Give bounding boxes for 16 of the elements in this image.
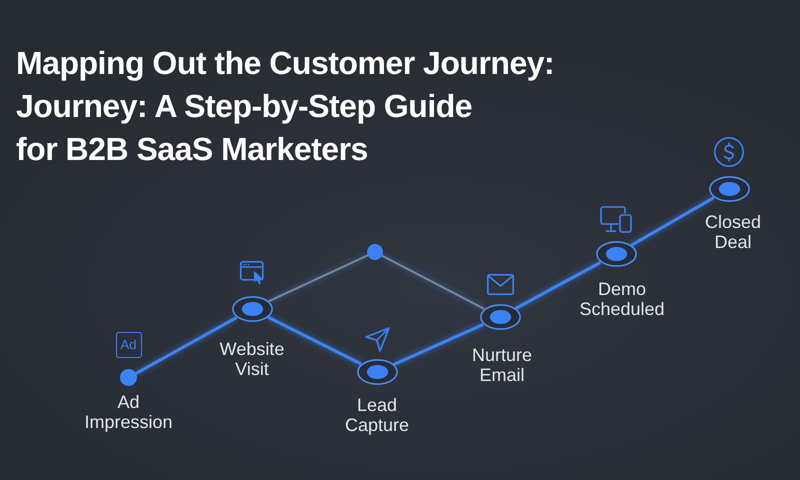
connector-line (135, 316, 238, 375)
milestone-label: Closed Deal (704, 212, 762, 252)
title-heading: Mapping Out the Customer Journey: Journey: A Step-by-Step Guide for B2B SaaS Marketers (16, 44, 556, 169)
connector-line (630, 196, 715, 247)
milestone-label: Ad Impression (84, 392, 173, 432)
connector-line (514, 261, 602, 310)
milestone-label: Nurture Email (472, 345, 532, 385)
milestone-label: Lead Capture (344, 395, 410, 435)
junction-dot (367, 244, 383, 260)
milestone-label: Website Visit (220, 339, 284, 379)
milestone-label: Demo Scheduled (579, 279, 665, 319)
ad-tag: Ad (116, 332, 142, 358)
connector-line (268, 254, 368, 302)
connector-line (382, 254, 485, 310)
connector-line (267, 316, 362, 366)
connector-line (393, 323, 484, 366)
